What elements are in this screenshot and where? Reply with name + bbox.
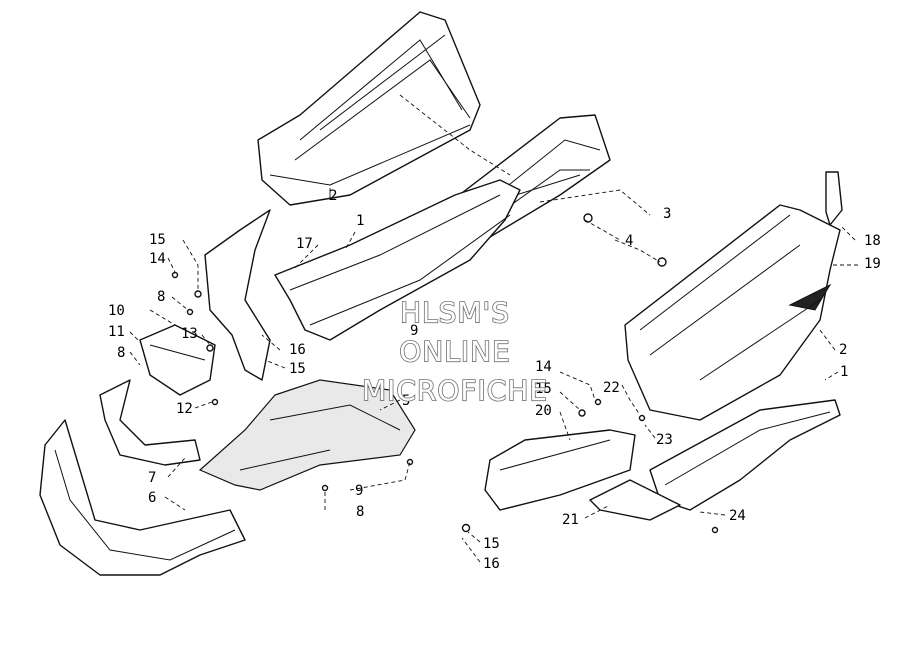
part-1-right-rail bbox=[649, 399, 841, 511]
callout-15-left: 15 bbox=[149, 232, 166, 248]
callout-18: 18 bbox=[864, 233, 881, 249]
callout-9-upper: 9 bbox=[410, 323, 418, 339]
callout-15-right: 15 bbox=[535, 381, 552, 397]
part-6-bumper bbox=[39, 419, 246, 576]
callout-11: 11 bbox=[108, 324, 125, 340]
watermark-line-2: ONLINE bbox=[399, 335, 510, 368]
callout-17: 17 bbox=[296, 236, 313, 252]
callout-13: 13 bbox=[181, 326, 198, 342]
callout-20: 20 bbox=[535, 403, 552, 419]
leader-lines bbox=[129, 94, 858, 563]
callout-22: 22 bbox=[603, 380, 620, 396]
part-1-frame-rail bbox=[274, 179, 521, 341]
callout-23: 23 bbox=[656, 432, 673, 448]
callout-5: 5 bbox=[402, 393, 410, 409]
callout-24: 24 bbox=[729, 508, 746, 524]
callout-1-right: 1 bbox=[840, 364, 848, 380]
watermark-line-3: MICROFICHE bbox=[362, 374, 548, 407]
callout-8-left: 8 bbox=[117, 345, 125, 361]
callout-10: 10 bbox=[108, 303, 125, 319]
part-7-bracket bbox=[99, 379, 201, 466]
watermark-line-1: HLSM'S bbox=[400, 296, 510, 329]
callout-1-left: 1 bbox=[356, 213, 364, 229]
part-2-upper-cover bbox=[257, 11, 481, 206]
callout-4: 4 bbox=[625, 233, 633, 249]
part-16-front-bracket bbox=[204, 209, 271, 381]
callout-16-bottom: 16 bbox=[483, 556, 500, 572]
callout-14-right: 14 bbox=[535, 359, 552, 375]
callout-21: 21 bbox=[562, 512, 579, 528]
callout-2-top: 2 bbox=[329, 188, 337, 204]
watermark: HLSM'S ONLINE MICROFICHE bbox=[361, 295, 548, 408]
callout-19: 19 bbox=[864, 256, 881, 272]
part-21-bracket bbox=[589, 479, 681, 521]
part-18-bracket bbox=[825, 171, 843, 226]
callout-15-mid: 15 bbox=[289, 361, 306, 377]
callout-2-right: 2 bbox=[839, 342, 847, 358]
callout-3: 3 bbox=[663, 206, 671, 222]
callout-8-upper: 8 bbox=[157, 289, 165, 305]
callout-9-lower: 9 bbox=[355, 483, 363, 499]
callout-15-bottom: 15 bbox=[483, 536, 500, 552]
callout-8-bottom: 8 bbox=[356, 504, 364, 520]
part-19-side-panel bbox=[624, 204, 841, 421]
callout-16-mid: 16 bbox=[289, 342, 306, 358]
callout-6: 6 bbox=[148, 490, 156, 506]
part-20-bracket bbox=[484, 429, 636, 511]
callout-12: 12 bbox=[176, 401, 193, 417]
callout-14-left: 14 bbox=[149, 251, 166, 267]
callout-7: 7 bbox=[148, 470, 156, 486]
callout-labels: 1 1 2 2 3 4 5 6 7 8 8 8 9 9 10 11 12 13 … bbox=[108, 188, 881, 572]
part-11-shield bbox=[139, 324, 216, 396]
part-5-skid-plate bbox=[198, 379, 416, 491]
